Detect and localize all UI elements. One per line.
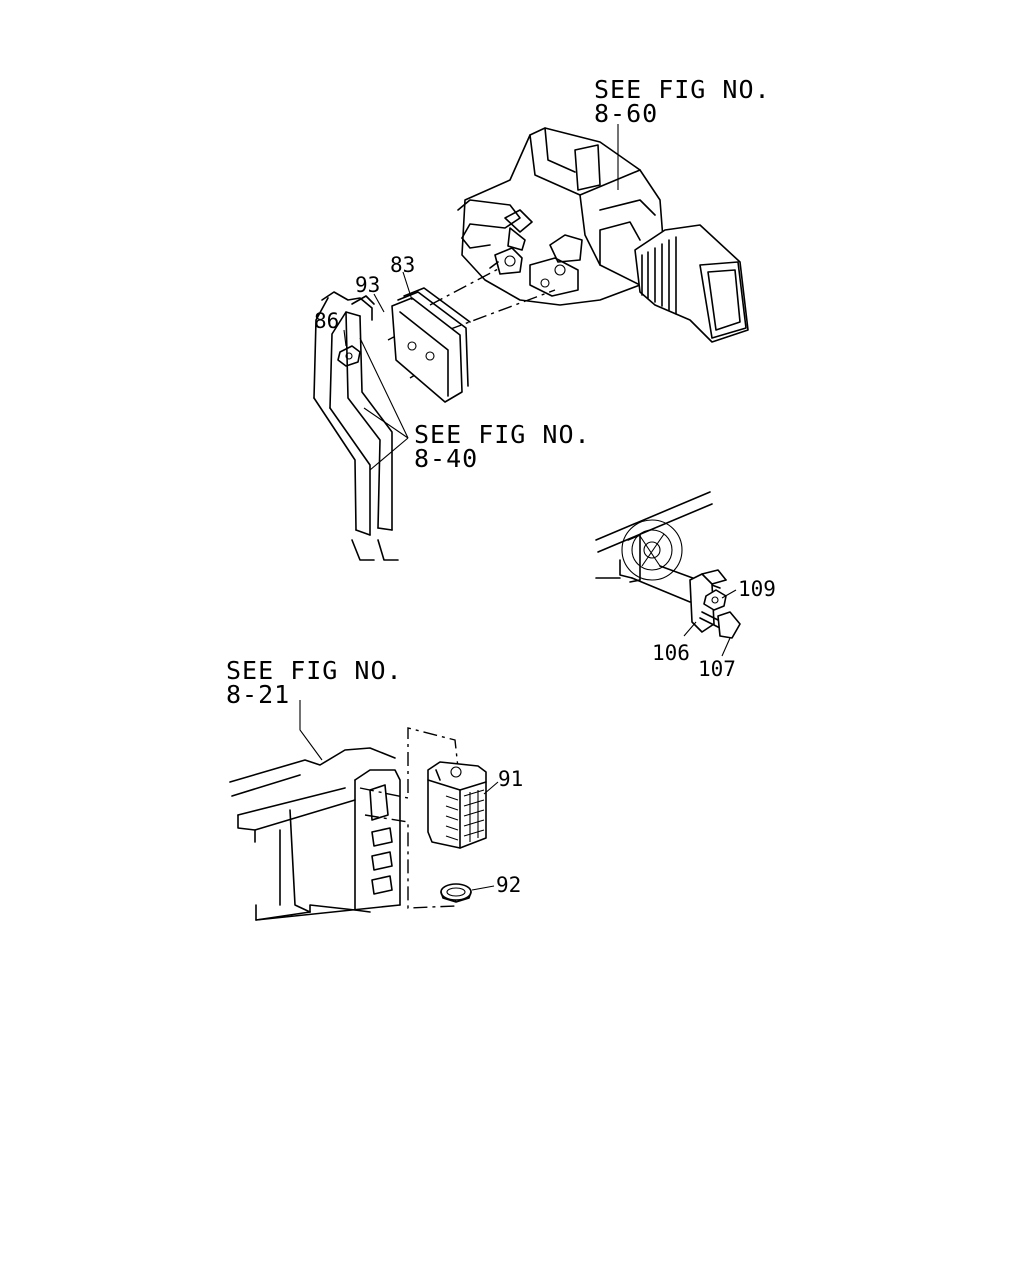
relay-91 — [427, 761, 487, 849]
callout-91: 91 — [498, 767, 523, 791]
heater-unit-housing — [457, 127, 666, 306]
callout-106: 106 — [652, 641, 690, 665]
callout-107: 107 — [698, 657, 736, 681]
leader-lines — [299, 124, 737, 891]
callout-86: 86 — [314, 309, 339, 333]
heater-hoses — [313, 291, 399, 561]
bolt-107 — [699, 611, 741, 639]
callout-93: 93 — [355, 273, 380, 297]
grommet-92 — [440, 883, 472, 903]
reference-label-fig-8-60: SEE FIG NO. 8-60 — [594, 75, 771, 128]
reference-line1: SEE FIG NO. — [226, 656, 403, 685]
reference-line2: 8-40 — [414, 444, 478, 473]
reference-line2: 8-60 — [594, 99, 658, 128]
callout-92: 92 — [496, 873, 521, 897]
callout-109: 109 — [738, 577, 776, 601]
reference-label-fig-8-40: SEE FIG NO. 8-40 — [414, 420, 591, 473]
reference-line2: 8-21 — [226, 680, 290, 709]
reference-line1: SEE FIG NO. — [414, 420, 591, 449]
clip-nut-86 — [337, 345, 361, 367]
nut-109 — [703, 589, 727, 611]
instrument-panel-frame — [229, 747, 401, 921]
callout-83: 83 — [390, 253, 415, 277]
air-duct-outlet — [634, 224, 749, 343]
reference-label-fig-8-21: SEE FIG NO. 8-21 — [226, 656, 403, 709]
reference-line1: SEE FIG NO. — [594, 75, 771, 104]
heater-core — [391, 287, 471, 403]
blower-mount-area — [595, 491, 721, 603]
bracket-106 — [689, 569, 727, 633]
